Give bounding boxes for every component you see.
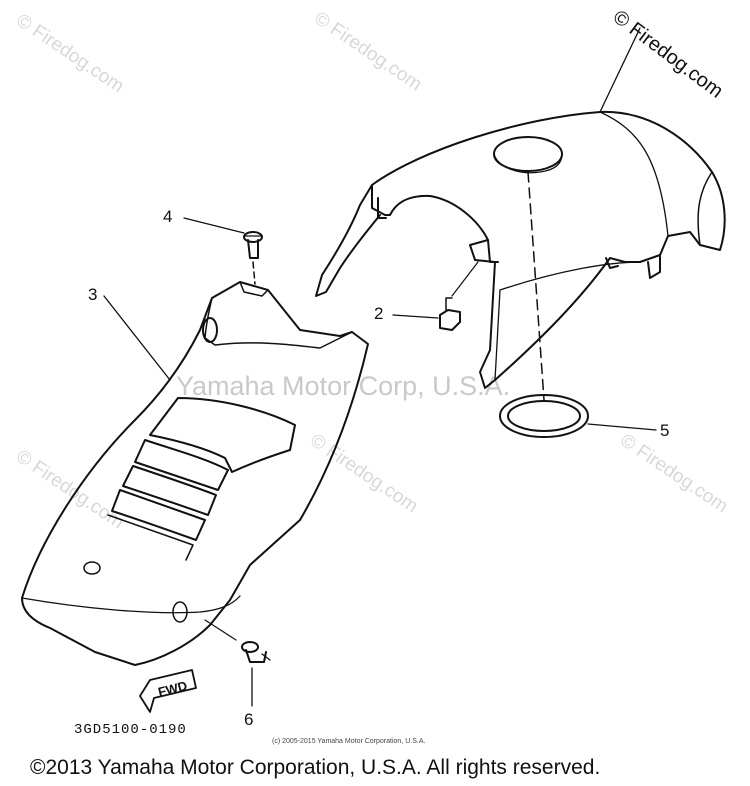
leader-line <box>599 27 641 113</box>
small-copyright: (c) 2005-2015 Yamaha Motor Corporation, … <box>272 738 426 745</box>
tank-cover-part <box>315 110 726 389</box>
footer-copyright: ©2013 Yamaha Motor Corporation, U.S.A. A… <box>30 756 601 779</box>
fwd-arrow: FWD <box>139 669 197 713</box>
callout-3: 3 <box>88 285 98 304</box>
callout-2: 2 <box>374 304 384 323</box>
bolt-part <box>241 641 271 663</box>
assembly-line <box>527 171 545 401</box>
leader-line <box>103 295 171 381</box>
diagram-part-code: 3GD5100-0190 <box>74 722 187 738</box>
assembly-line <box>252 261 256 285</box>
assembly-line <box>451 261 479 297</box>
leader-line <box>392 314 439 319</box>
side-cover-part <box>21 281 369 666</box>
assembly-line <box>204 619 237 641</box>
callout-6: 6 <box>244 710 254 729</box>
watermark-center: Yamaha Motor Corp, U.S.A. <box>176 371 511 401</box>
fwd-label: FWD <box>156 678 188 700</box>
ring-gasket-part <box>499 394 589 438</box>
leader-line <box>183 217 245 234</box>
callout-4: 4 <box>163 207 173 226</box>
clip-nut-part <box>439 297 461 331</box>
bolt-part <box>243 231 263 259</box>
callout-5: 5 <box>660 421 670 440</box>
leader-line <box>587 423 657 431</box>
